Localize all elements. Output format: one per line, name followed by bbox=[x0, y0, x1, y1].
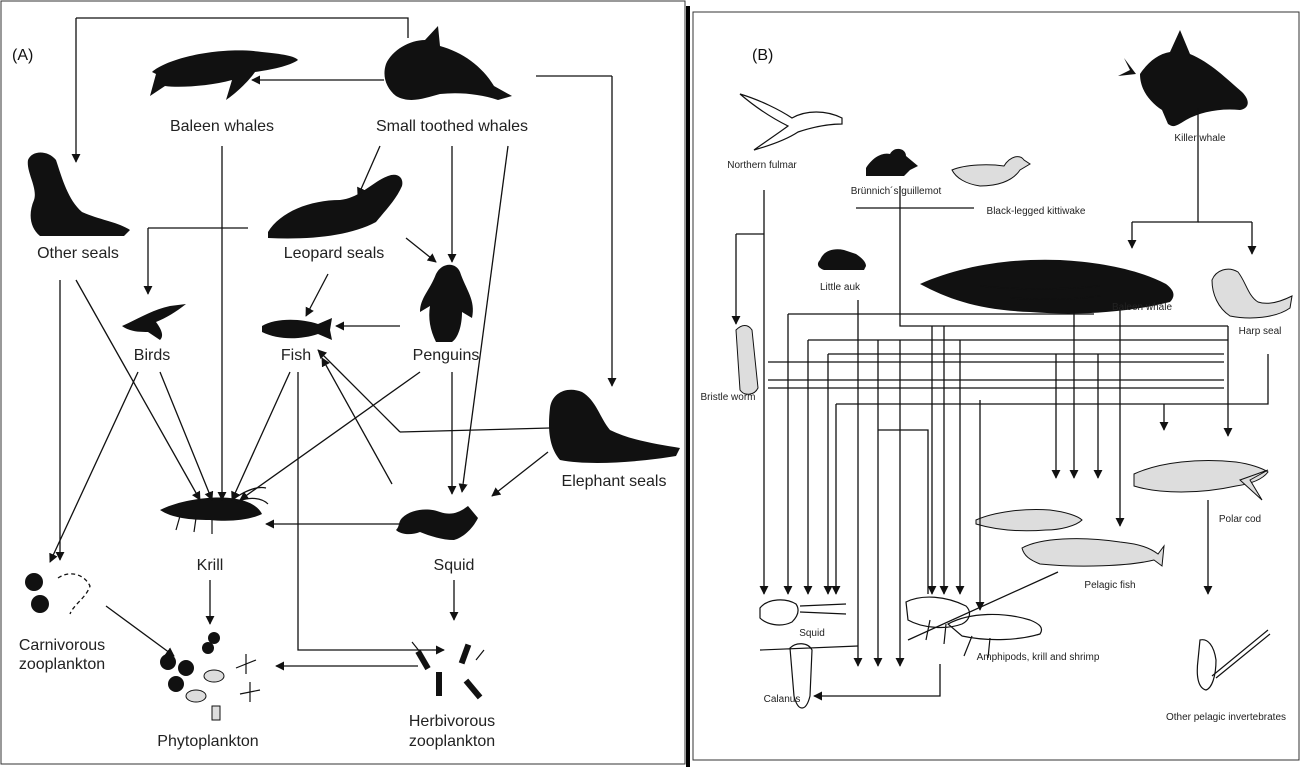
label-baleen-whales: Baleen whales bbox=[170, 118, 274, 135]
label-little-auk: Little auk bbox=[820, 282, 861, 293]
label-other-seals: Other seals bbox=[37, 245, 119, 262]
orca-silhouette bbox=[384, 26, 512, 100]
other-pelagic-invertebrates-sketch bbox=[1197, 630, 1270, 690]
label-black-legged-kittiwake: Black-legged kittiwake bbox=[987, 206, 1086, 217]
panel-b: (B) bbox=[693, 12, 1299, 760]
brunnichs-guillemot-silhouette bbox=[866, 149, 918, 176]
label-bristle-worm: Bristle worm bbox=[700, 392, 755, 403]
panel-a: (A) bbox=[1, 1, 685, 764]
label-baleen-whale: Baleen whale bbox=[1112, 302, 1172, 313]
label-killer-whale: Killer whale bbox=[1174, 133, 1226, 144]
penguin-silhouette bbox=[420, 265, 473, 342]
label-herbivorous-zooplankton-1: Herbivorous bbox=[409, 713, 495, 730]
label-carnivorous-zooplankton-1: Carnivorous bbox=[19, 637, 105, 654]
killer-whale-silhouette bbox=[1140, 30, 1248, 126]
pelagic-fish-sketch-2 bbox=[1022, 539, 1164, 566]
label-northern-fulmar: Northern fulmar bbox=[727, 160, 797, 171]
label-phytoplankton: Phytoplankton bbox=[157, 733, 258, 750]
label-brunnichs-guillemot: Brünnich´s guillemot bbox=[851, 185, 942, 197]
panel-b-label: (B) bbox=[752, 47, 773, 64]
northern-fulmar-sketch bbox=[740, 94, 842, 150]
elephant-seal-silhouette bbox=[549, 390, 680, 463]
fish-silhouette-a bbox=[262, 318, 332, 340]
label-fish: Fish bbox=[281, 347, 311, 364]
bristle-worm-sketch bbox=[736, 326, 758, 395]
label-herbivorous-zooplankton-2: zooplankton bbox=[409, 733, 495, 750]
killer-whale-tail bbox=[1118, 58, 1136, 76]
label-carnivorous-zooplankton-2: zooplankton bbox=[19, 656, 105, 673]
leopard-seal-silhouette bbox=[268, 175, 402, 239]
squid-sketch bbox=[760, 600, 846, 625]
label-amphipods: Amphipods, krill and shrimp bbox=[977, 652, 1100, 663]
label-other-pelagic-invertebrates: Other pelagic invertebrates bbox=[1166, 712, 1286, 723]
label-leopard-seals: Leopard seals bbox=[284, 245, 385, 262]
label-penguins: Penguins bbox=[413, 347, 480, 364]
harp-seal-sketch bbox=[1212, 269, 1292, 318]
carnivorous-zooplankton-sketch bbox=[25, 573, 90, 614]
label-squid: Squid bbox=[434, 557, 475, 574]
krill-silhouette bbox=[160, 498, 262, 521]
label-harp-seal: Harp seal bbox=[1239, 326, 1282, 337]
label-calanus: Calanus bbox=[764, 694, 801, 705]
label-polar-cod: Polar cod bbox=[1219, 514, 1261, 525]
label-krill: Krill bbox=[197, 557, 224, 574]
pelagic-fish-sketch-1 bbox=[976, 509, 1082, 530]
baleen-whale-silhouette bbox=[150, 50, 298, 100]
phytoplankton-sketch bbox=[160, 632, 260, 720]
panel-a-label: (A) bbox=[12, 47, 33, 64]
label-pelagic-fish: Pelagic fish bbox=[1084, 580, 1135, 591]
squid-silhouette bbox=[396, 506, 478, 540]
label-elephant-seals: Elephant seals bbox=[562, 473, 667, 490]
little-auk-silhouette bbox=[818, 249, 866, 270]
label-squid-b: Squid bbox=[799, 628, 825, 639]
other-seal-silhouette bbox=[28, 153, 130, 237]
label-birds: Birds bbox=[134, 347, 170, 364]
kittiwake-sketch bbox=[952, 157, 1030, 186]
label-small-toothed-whales: Small toothed whales bbox=[376, 118, 528, 135]
bird-silhouette bbox=[122, 304, 186, 340]
